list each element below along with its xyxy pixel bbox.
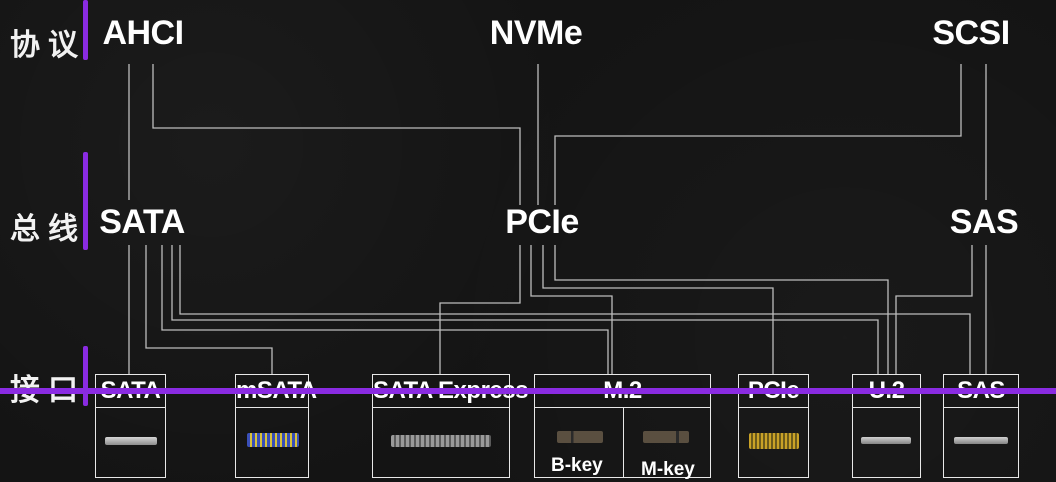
line-pciebus-u2 [554,245,889,375]
bus-sas: SAS [949,203,1019,241]
protocol-nvme: NVMe [489,14,583,52]
line-ahci-pcie [152,64,521,205]
divider [739,407,808,408]
protocol-ahci: AHCI [102,14,184,52]
m2-mkey-label: M-key [641,459,695,480]
bus-pcie: PCIe [505,203,579,241]
m2-bkey-connector-image [557,431,603,443]
row-label-interface: 接口 [10,374,86,407]
interface-purple-line [0,388,1056,394]
interface-m2: M.2 B-key M-key [534,374,711,480]
line-sasbus-u2 [895,245,973,375]
m2-bkey-label: B-key [551,455,603,476]
bus-sata: SATA [99,203,185,241]
line-satabus-m2 [161,245,609,375]
divider [373,407,509,408]
protocol-scsi: SCSI [932,14,1010,52]
divider [944,407,1018,408]
line-satabus-msata [145,245,273,375]
interface-bar [83,346,88,406]
m2-mkey-connector-image [643,431,689,443]
row-label-protocol: 协议 [10,29,86,62]
sata-express-connector-image [391,435,491,447]
line-pciebus-m2 [530,245,613,375]
msata-connector-image [247,433,299,447]
line-satabus-u2 [171,245,879,375]
m2-key-divider [623,407,624,477]
divider [96,407,165,408]
line-pciebus-pcie [542,245,774,375]
sata-connector-image [105,437,157,445]
u2-connector-image [861,437,911,444]
line-satabus-sas [179,245,971,375]
sas-connector-image [954,437,1008,444]
divider [535,407,710,408]
line-pciebus-sataexpress [439,245,521,375]
row-label-bus: 总线 [10,213,86,246]
pcie-connector-image [749,433,799,449]
protocol-bar [83,0,88,60]
line-scsi-pcie [554,64,962,205]
bus-bar [83,152,88,250]
divider [236,407,308,408]
divider [853,407,920,408]
